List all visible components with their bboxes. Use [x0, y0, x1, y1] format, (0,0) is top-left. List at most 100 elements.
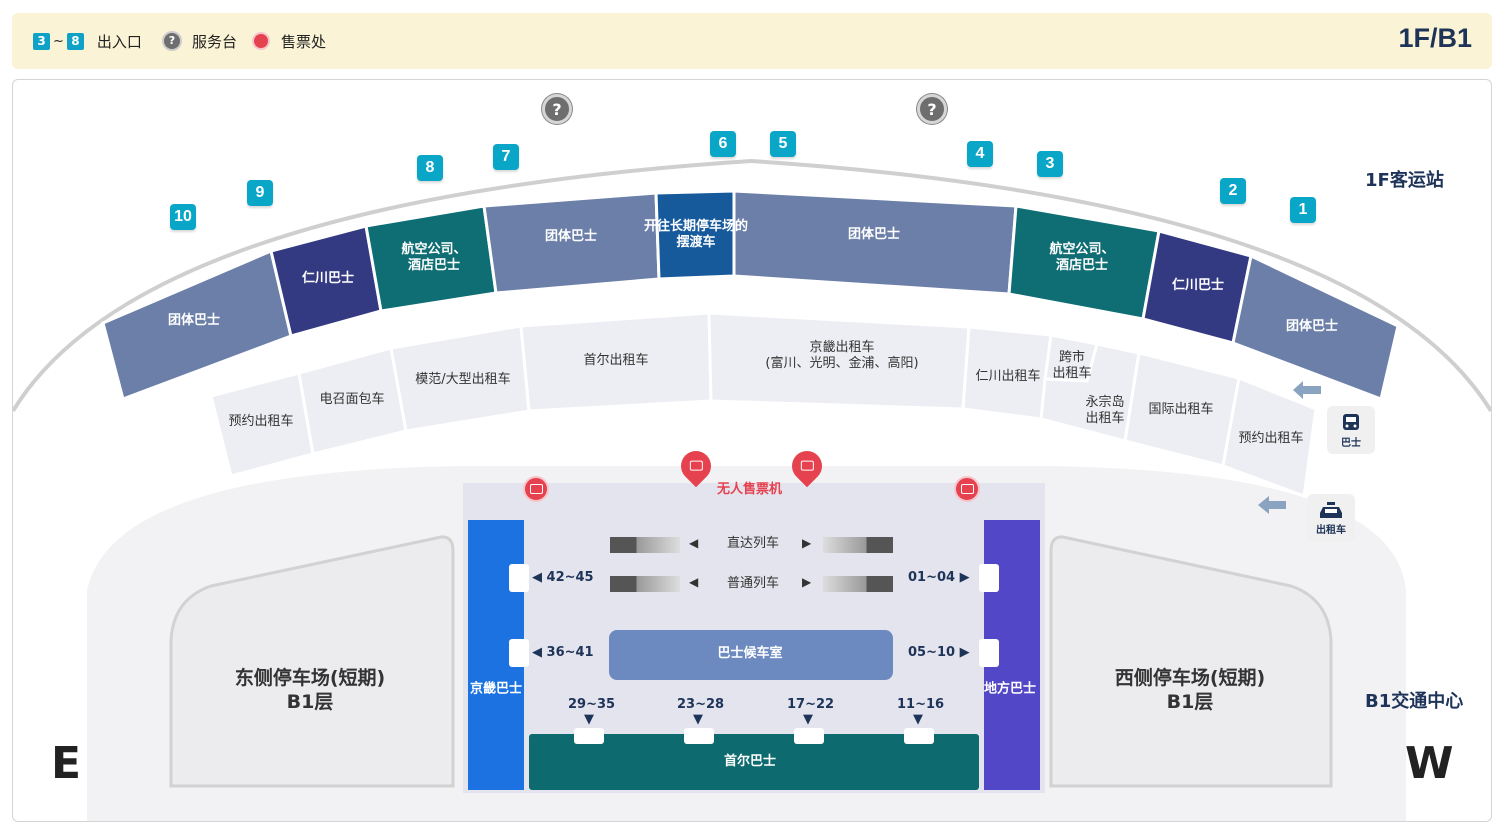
ticket-office-icon[interactable] — [954, 476, 980, 502]
west-parking-shape — [1049, 535, 1333, 788]
taxi-zone-cells — [209, 311, 1318, 499]
platform-number-text: 17~22 — [787, 697, 835, 712]
platform-tabs — [509, 564, 999, 744]
platform-number-text: 01~04 — [908, 570, 956, 585]
bay-badge[interactable]: 4 — [967, 141, 993, 167]
legend-ticket: 售票处 — [252, 13, 326, 69]
bay-badge[interactable]: 3 — [1037, 151, 1063, 177]
range-separator: ~ — [53, 33, 64, 49]
taxi-zone-label: 预约出租车 — [228, 414, 294, 429]
arrow-right-icon: ▶ — [802, 536, 812, 550]
platform-tab — [574, 728, 604, 744]
waiting-room-label: 巴士候车室 — [717, 646, 783, 661]
service-label: 服务台 — [192, 32, 238, 51]
taxi-zone-label: 仁川出租车 — [975, 369, 1041, 384]
platform-number-text: 11~16 — [897, 697, 945, 712]
west-parking-name: 西侧停车场(短期) — [1114, 667, 1266, 689]
seoul-bus-label: 首尔巴士 — [723, 754, 777, 769]
taxi-zone-label: 预约出租车 — [1238, 431, 1304, 446]
platform-tab — [509, 564, 529, 592]
taxi-cell — [1221, 375, 1318, 499]
train-track — [823, 576, 893, 592]
floor-label: 1F/B1 — [1398, 23, 1472, 53]
bay-badge[interactable]: 2 — [1220, 178, 1246, 204]
platform-number-text: 29~35 — [568, 697, 616, 712]
bus-zone-label: 团体巴士 — [1285, 319, 1339, 334]
ticket-label: 售票处 — [281, 32, 327, 51]
bus-zone-label: 开往长期停车场的摆渡车 — [643, 219, 749, 250]
arrow-right-icon: ▶ — [802, 575, 812, 589]
bus-zone-label: 仁川巴士 — [1171, 278, 1225, 293]
ticket-office-icon[interactable] — [523, 476, 549, 502]
east-parking-name: 东侧停车场(短期) — [234, 667, 386, 689]
platform-number: 01~04 ▶ — [908, 570, 970, 585]
entrance-from-badge: 3 — [33, 32, 50, 50]
platform-number: 29~35▼ — [568, 697, 616, 727]
bus-glyph — [1343, 413, 1359, 430]
outer-curb-arc — [13, 158, 1491, 413]
b1-center-label: B1交通中心 — [1365, 691, 1464, 712]
entrance-to-badge: 8 — [66, 32, 84, 50]
taxi-icon-label: 出租车 — [1316, 524, 1346, 536]
station-map: ? ? 10 9 8 7 6 5 4 3 2 1 团体巴士 仁川巴士 航空公司、… — [12, 79, 1492, 822]
platform-number: ◀ 36~41 — [532, 645, 594, 660]
legend-entrance: 3 ~ 8 出入口 — [33, 13, 142, 69]
taxi-zone-label: 国际出租车 — [1148, 402, 1214, 417]
bus-zone-shape — [1231, 253, 1400, 402]
bay-badge[interactable]: 9 — [247, 180, 273, 206]
bay-badge[interactable]: 5 — [770, 131, 796, 157]
bus-zone-label: 团体巴士 — [167, 313, 221, 328]
bus-icon-label: 巴士 — [1341, 437, 1361, 449]
platform-tab — [904, 728, 934, 744]
platform-tab — [794, 728, 824, 744]
bus-zone-label: 团体巴士 — [847, 227, 901, 242]
platform-number-text: 42~45 — [546, 570, 594, 585]
taxi-zone-label: 永宗岛出租车 — [1085, 395, 1125, 426]
platform-tab — [684, 728, 714, 744]
platform-tab — [979, 564, 999, 592]
bay-badge[interactable]: 10 — [170, 204, 196, 230]
west-label: W — [1405, 738, 1454, 789]
platform-number: ◀ 42~45 — [532, 570, 594, 585]
legend-service: ? 服务台 — [162, 13, 237, 69]
bus-zone-label: 团体巴士 — [544, 229, 598, 244]
taxi-zone-label: 模范/大型出租车 — [415, 372, 511, 387]
east-parking-label: 东侧停车场(短期) B1层 — [235, 666, 385, 714]
bus-zone-label: 仁川巴士 — [301, 271, 355, 286]
bay-badge[interactable]: 6 — [710, 131, 736, 157]
platform-number-text: 23~28 — [677, 697, 725, 712]
help-icon: ? — [162, 31, 182, 51]
train-track — [610, 576, 680, 592]
platform-number: 11~16▼ — [897, 697, 945, 727]
taxi-zone-label: 电召面包车 — [319, 392, 385, 407]
platform-number: 05~10 ▶ — [908, 645, 970, 660]
taxi-icon: 出租车 — [1307, 494, 1355, 542]
bay-badge[interactable]: 8 — [417, 155, 443, 181]
gyeonggi-bus-label: 京畿巴士 — [469, 681, 523, 697]
help-desk-icon[interactable]: ? — [542, 94, 572, 124]
platform-tab — [509, 639, 529, 667]
f1-station-label: 1F客运站 — [1365, 170, 1444, 191]
arrow-left-icon: ◀ — [689, 536, 699, 550]
bay-badge[interactable]: 7 — [493, 144, 519, 170]
west-parking-floor: B1层 — [1166, 691, 1214, 713]
entrance-label: 出入口 — [96, 32, 142, 51]
taxi-zone-label: 首尔出租车 — [583, 353, 649, 368]
help-desk-icon[interactable]: ? — [917, 94, 947, 124]
bay-badge[interactable]: 1 — [1290, 197, 1316, 223]
bus-zone-label: 航空公司、酒店巴士 — [1049, 242, 1115, 273]
arrow-icon — [1293, 381, 1321, 399]
bus-icon: 巴士 — [1327, 406, 1375, 454]
taxi-zone-label: 京畿出租车(富川、光明、金浦、高阳) — [765, 340, 919, 371]
platform-tab — [979, 639, 999, 667]
platform-number: 17~22▼ — [787, 697, 835, 727]
normal-train-label: 普通列车 — [726, 576, 780, 591]
platform-number-text: 05~10 — [908, 645, 956, 660]
legend-bar: 3 ~ 8 出入口 ? 服务台 售票处 1F/B1 — [12, 13, 1492, 69]
east-parking-shape — [169, 535, 455, 788]
express-train-label: 直达列车 — [726, 536, 780, 551]
arrow-icon — [1258, 496, 1286, 514]
train-track — [823, 537, 893, 553]
seoul-bus-lane — [529, 734, 979, 790]
map-canvas — [13, 158, 1491, 821]
